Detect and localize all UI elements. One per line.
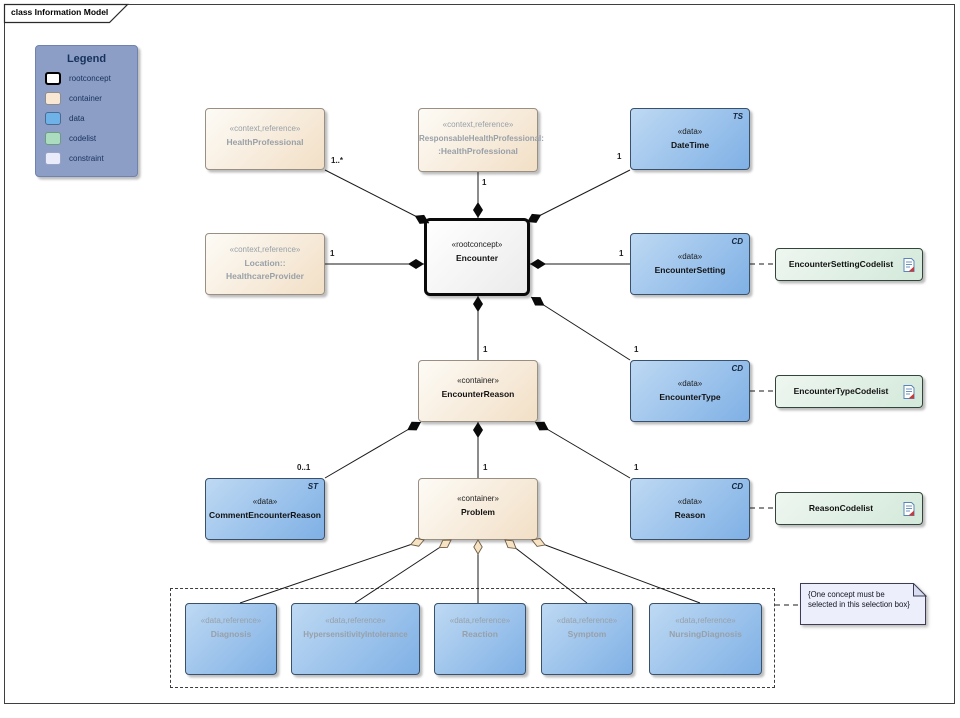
type-tag: CD bbox=[731, 364, 743, 373]
node-name: ResponsableHealthProfessional: bbox=[419, 134, 544, 143]
note-line-2: selected in this selection box} bbox=[808, 600, 910, 609]
node-encounter[interactable]: «rootconcept» Encounter bbox=[424, 218, 530, 296]
legend-title: Legend bbox=[66, 53, 107, 65]
node-problem[interactable]: «container» Problem bbox=[418, 478, 538, 540]
stereotype: «context,reference» bbox=[442, 120, 514, 129]
stereotype: «data» bbox=[677, 497, 703, 506]
node-diagnosis[interactable]: «data,reference» Diagnosis bbox=[185, 603, 277, 675]
type-tag: TS bbox=[732, 112, 743, 121]
multiplicity-label: 1 bbox=[483, 463, 488, 472]
node-health-professional[interactable]: «context,reference» HealthProfessional bbox=[205, 108, 325, 170]
legend-label: container bbox=[69, 93, 102, 103]
legend-label: codelist bbox=[69, 133, 97, 143]
document-icon bbox=[903, 501, 915, 516]
node-reaction[interactable]: «data,reference» Reaction bbox=[434, 603, 526, 675]
stereotype: «data» bbox=[677, 252, 703, 261]
type-tag: ST bbox=[307, 482, 318, 491]
node-symptom[interactable]: «data,reference» Symptom bbox=[541, 603, 633, 675]
stereotype: «data,reference» bbox=[556, 616, 618, 625]
diagram-tab-label: class Information Model bbox=[11, 7, 109, 17]
node-comment-encounter-reason[interactable]: ST «data» CommentEncounterReason bbox=[205, 478, 325, 540]
type-tag: CD bbox=[731, 237, 743, 246]
selection-boundary[interactable] bbox=[170, 588, 775, 688]
stereotype: «context,reference» bbox=[229, 245, 301, 254]
stereotype: «context,reference» bbox=[229, 124, 301, 133]
node-reason-codelist[interactable]: ReasonCodelist bbox=[775, 492, 923, 525]
node-name: HypersensitivityIntolerance bbox=[303, 630, 408, 639]
codelist-swatch-icon bbox=[45, 131, 61, 145]
node-name: Reason bbox=[674, 510, 706, 520]
note-line-1: {One concept must be bbox=[808, 590, 885, 599]
node-name: Location:: bbox=[244, 258, 286, 268]
legend[interactable]: Legend rootconcept container data codeli… bbox=[35, 45, 138, 177]
multiplicity-label: 1 bbox=[634, 463, 639, 472]
stereotype: «container» bbox=[457, 494, 499, 503]
stereotype: «rootconcept» bbox=[451, 240, 503, 249]
multiplicity-label: 0..1 bbox=[297, 463, 311, 472]
node-encounter-setting-codelist[interactable]: EncounterSettingCodelist bbox=[775, 248, 923, 281]
multiplicity-label: 1 bbox=[482, 178, 487, 187]
codelist-name: EncounterSettingCodelist bbox=[788, 259, 894, 269]
node-name: EncounterReason bbox=[441, 389, 515, 399]
type-tag: CD bbox=[731, 482, 743, 491]
rootconcept-swatch-icon bbox=[45, 71, 61, 85]
stereotype: «data,reference» bbox=[675, 616, 736, 625]
multiplicity-label: 1..* bbox=[331, 156, 344, 165]
legend-item-data: data bbox=[45, 111, 137, 125]
node-responsable-health-professional[interactable]: «context,reference» ResponsableHealthPro… bbox=[418, 108, 544, 172]
legend-label: rootconcept bbox=[69, 73, 111, 83]
node-name: Reaction bbox=[462, 629, 498, 639]
constraint-swatch-icon bbox=[45, 151, 61, 165]
legend-label: constraint bbox=[69, 153, 104, 163]
dependency-lines bbox=[750, 263, 800, 606]
document-icon bbox=[903, 257, 915, 272]
codelist-name: ReasonCodelist bbox=[808, 503, 874, 513]
stereotype: «data» bbox=[252, 497, 278, 506]
node-encounter-reason[interactable]: «container» EncounterReason bbox=[418, 360, 538, 422]
node-name: DateTime bbox=[670, 140, 710, 150]
stereotype: «data,reference» bbox=[449, 616, 511, 625]
multiplicity-label: 1 bbox=[634, 345, 639, 354]
multiplicity-label: 1 bbox=[330, 249, 335, 258]
data-swatch-icon bbox=[45, 111, 61, 125]
node-encounter-type[interactable]: CD «data» EncounterType bbox=[630, 360, 750, 422]
legend-label: data bbox=[69, 113, 85, 123]
node-encounter-type-codelist[interactable]: EncounterTypeCodelist bbox=[775, 375, 923, 408]
node-reason[interactable]: CD «data» Reason bbox=[630, 478, 750, 540]
multiplicity-label: 1 bbox=[483, 345, 488, 354]
stereotype: «data,reference» bbox=[200, 616, 262, 625]
stereotype: «data,reference» bbox=[325, 616, 386, 625]
node-datetime[interactable]: TS «data» DateTime bbox=[630, 108, 750, 170]
document-icon bbox=[903, 384, 915, 399]
node-name: EncounterSetting bbox=[654, 265, 726, 275]
multiplicity-label: 1 bbox=[617, 152, 622, 161]
constraint-note[interactable]: {One concept must be selected in this se… bbox=[800, 583, 926, 625]
node-location-healthcare-provider[interactable]: «context,reference» Location:: Healthcar… bbox=[205, 233, 325, 295]
node-name: Problem bbox=[460, 507, 495, 517]
node-nursing-diagnosis[interactable]: «data,reference» NursingDiagnosis bbox=[649, 603, 762, 675]
folded-corner-icon bbox=[913, 583, 927, 597]
stereotype: «data» bbox=[677, 127, 703, 136]
node-name: Symptom bbox=[567, 629, 607, 639]
node-encounter-setting[interactable]: CD «data» EncounterSetting bbox=[630, 233, 750, 295]
node-name: Diagnosis bbox=[210, 629, 252, 639]
node-name: CommentEncounterReason bbox=[209, 510, 321, 520]
node-name: EncounterType bbox=[659, 392, 721, 402]
node-name-2: HealthcareProvider bbox=[226, 271, 304, 281]
node-name: HealthProfessional bbox=[226, 137, 304, 147]
stereotype: «container» bbox=[457, 376, 499, 385]
codelist-name: EncounterTypeCodelist bbox=[793, 386, 889, 396]
legend-item-container: container bbox=[45, 91, 137, 105]
legend-item-codelist: codelist bbox=[45, 131, 137, 145]
container-swatch-icon bbox=[45, 91, 61, 105]
legend-item-constraint: constraint bbox=[45, 151, 137, 165]
stereotype: «data» bbox=[677, 379, 703, 388]
node-name-2: :HealthProfessional bbox=[438, 146, 518, 156]
legend-item-rootconcept: rootconcept bbox=[45, 71, 137, 85]
multiplicity-label: 1 bbox=[619, 249, 624, 258]
node-name: Encounter bbox=[455, 253, 499, 263]
node-name: NursingDiagnosis bbox=[669, 629, 742, 639]
node-hypersensitivity-intolerance[interactable]: «data,reference» HypersensitivityIntoler… bbox=[291, 603, 420, 675]
